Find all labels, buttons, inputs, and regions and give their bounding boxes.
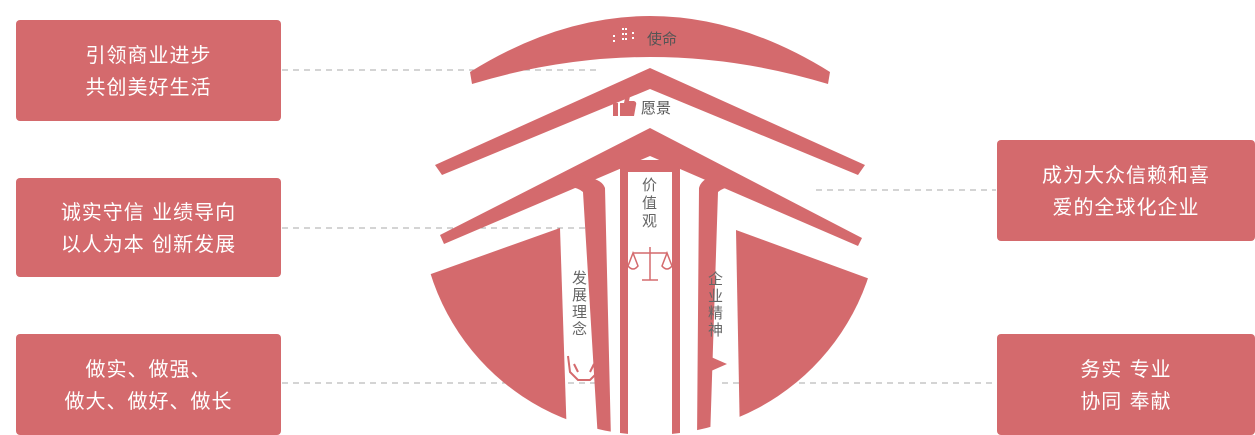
- spirit-line-2: 协同 奉献: [1080, 388, 1172, 413]
- mission-line-1: 引领商业进步: [85, 42, 212, 67]
- values-line-1: 诚实守信 业绩导向: [60, 199, 237, 224]
- mission-dome-shape: [470, 16, 830, 84]
- svg-text:精: 精: [708, 304, 723, 322]
- svg-text:值: 值: [642, 194, 657, 212]
- right-pillar-shape: [697, 174, 742, 435]
- left-pillar-shape: [558, 174, 611, 435]
- svg-text:理: 理: [572, 303, 587, 321]
- center-pillar-shape: [620, 160, 680, 435]
- concept-label: 发 展 理 念: [572, 269, 587, 338]
- svg-text:神: 神: [708, 321, 723, 339]
- left-segment-shape: [420, 228, 567, 435]
- svg-text:念: 念: [572, 320, 587, 338]
- thumbs-up-icon: [613, 93, 637, 116]
- svg-text:展: 展: [572, 286, 587, 304]
- values-box: 诚实守信 业绩导向 以人为本 创新发展: [16, 178, 281, 277]
- svg-text:业: 业: [708, 287, 723, 305]
- mission-label: 使命: [647, 30, 677, 48]
- right-segment-shape: [736, 230, 880, 435]
- concept-line-1: 做实、做强、: [85, 356, 212, 381]
- svg-text:发: 发: [572, 269, 587, 287]
- values-chevron-shape: [440, 128, 862, 246]
- spirit-line-1: 务实 专业: [1080, 356, 1172, 381]
- vision-box: 成为大众信赖和喜 爱的全球化企业: [997, 140, 1255, 241]
- flag-icon: [709, 356, 727, 384]
- mission-box: 引领商业进步 共创美好生活: [16, 20, 281, 121]
- scales-icon: [627, 247, 673, 281]
- svg-text:观: 观: [642, 212, 657, 230]
- spirit-label: 企 业 精 神: [708, 270, 723, 339]
- mission-line-2: 共创美好生活: [85, 74, 212, 99]
- vision-label: 愿景: [641, 99, 671, 117]
- vision-roof-shape: [435, 68, 865, 175]
- concept-box: 做实、做强、 做大、做好、做长: [16, 334, 281, 435]
- vision-line-1: 成为大众信赖和喜: [1042, 162, 1210, 187]
- svg-text:企: 企: [708, 270, 723, 288]
- building-icon: [611, 25, 637, 47]
- vision-line-2: 爱的全球化企业: [1052, 194, 1200, 219]
- concept-line-2: 做大、做好、做长: [64, 388, 233, 413]
- values-label: 价 值 观: [642, 176, 657, 230]
- values-line-2: 以人为本 创新发展: [60, 231, 237, 256]
- hands-icon: [567, 355, 601, 381]
- svg-text:价: 价: [642, 176, 657, 194]
- spirit-box: 务实 专业 协同 奉献: [997, 334, 1255, 435]
